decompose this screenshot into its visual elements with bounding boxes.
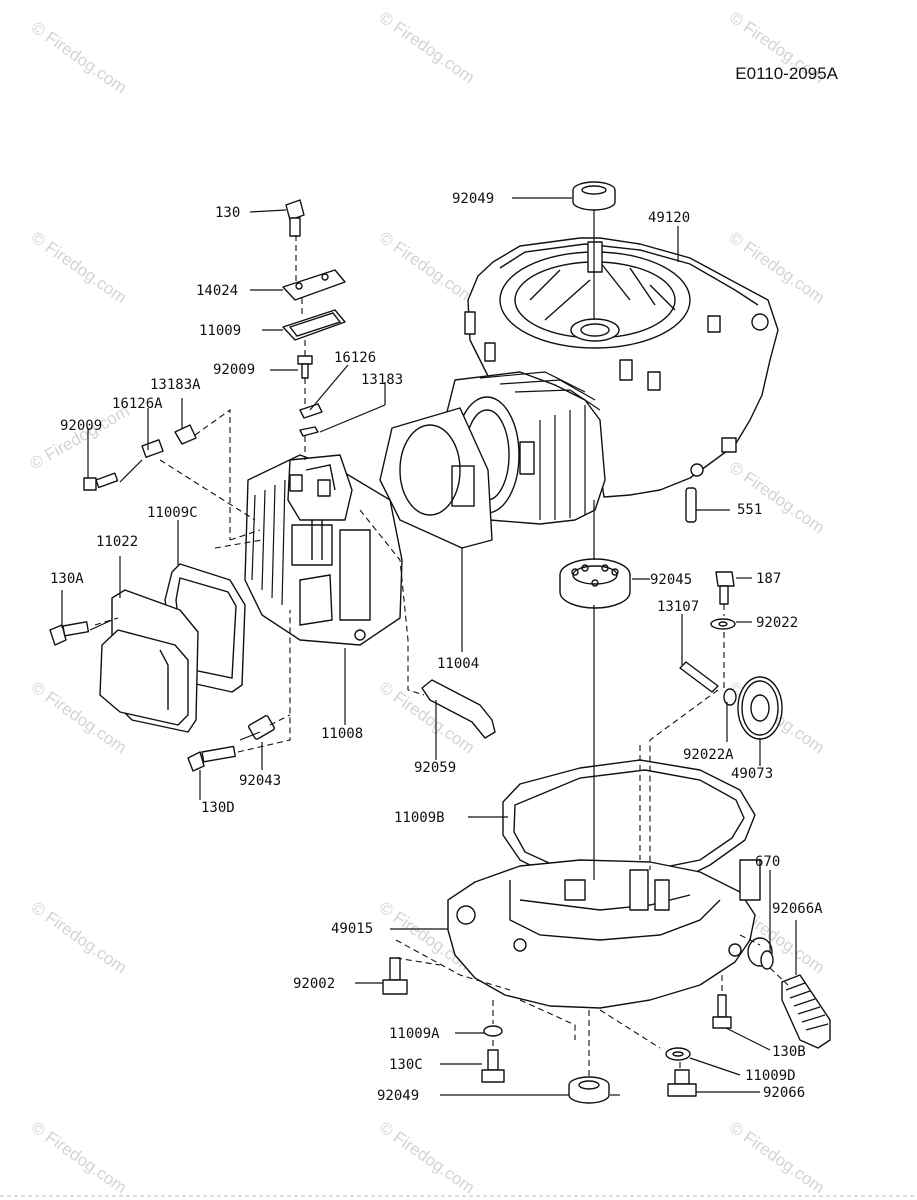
leader-lines [61, 197, 797, 1096]
callout-label: 92066 [763, 1085, 805, 1101]
plate-14024-icon [282, 269, 346, 301]
breather-16126a-icon [141, 439, 164, 458]
callout-label: 14024 [196, 283, 238, 299]
callout-label: 13183A [150, 377, 201, 393]
rocker-cover-icon [99, 589, 199, 733]
callout-label: 92009 [213, 362, 255, 378]
callout-label: 13107 [657, 599, 699, 615]
callout-label: 92066A [772, 901, 823, 917]
callout-label: 130A [50, 571, 84, 587]
callout-label: 11022 [96, 534, 138, 550]
watermark: © Firedog.com [28, 228, 130, 308]
screw-92009b-icon [83, 472, 119, 491]
breather-valve-icon [299, 403, 323, 437]
watermark: © Firedog.com [376, 1118, 478, 1198]
bolt-130c-icon [481, 1049, 505, 1083]
o-ring-icon [760, 950, 774, 970]
callout-label: 49015 [331, 921, 373, 937]
washer-92022a-icon [723, 688, 737, 706]
bolt-130d-icon [187, 745, 236, 772]
bolt-187-icon [715, 571, 735, 605]
cylinder-block-icon [444, 237, 779, 525]
washer-11009a-icon [483, 1025, 503, 1037]
callout-label: 92045 [650, 572, 692, 588]
callout-label: 130D [201, 800, 235, 816]
callout-label: 187 [756, 571, 781, 587]
callout-label: 13183 [361, 372, 403, 388]
callout-label: 92022A [683, 747, 734, 763]
callout-label: 11009C [147, 505, 198, 521]
callout-label: 11009 [199, 323, 241, 339]
watermark: © Firedog.com [726, 1118, 828, 1198]
callout-label: 11009A [389, 1026, 440, 1042]
watermark: © Firedog.com [28, 18, 130, 98]
oil-seal-top-icon [572, 181, 616, 211]
watermark: © Firedog.com [726, 458, 828, 538]
diagram-code: E0110-2095A [735, 64, 838, 83]
gasket-11009-icon [282, 309, 346, 341]
watermark: © Firedog.com [28, 1118, 130, 1198]
bolt-130b-icon [712, 994, 732, 1029]
callout-label: 92059 [414, 760, 456, 776]
callout-label: 670 [755, 854, 780, 870]
washer-92022-icon [710, 618, 736, 630]
callout-label: 49120 [648, 210, 690, 226]
callout-label: 16126A [112, 396, 163, 412]
cylinder-head-icon [244, 454, 403, 646]
bolt-130a-icon [49, 621, 90, 646]
shaft-13107-icon [679, 661, 719, 693]
drain-plug-icon [667, 1069, 697, 1097]
callout-label: 92049 [377, 1088, 419, 1104]
gear-49073-icon [737, 676, 783, 740]
callout-label: 11004 [437, 656, 479, 672]
head-gasket-icon [379, 407, 493, 549]
callout-label: 130B [772, 1044, 806, 1060]
screw-92009-icon [297, 355, 313, 379]
watermark: © Firedog.com [376, 8, 478, 88]
callout-label: 11009D [745, 1068, 796, 1084]
callout-label: 49073 [731, 766, 773, 782]
bolt-130-icon [285, 199, 305, 237]
callout-label: 92022 [756, 615, 798, 631]
callout-label: 130C [389, 1057, 423, 1073]
callout-labels: 130 14024 11009 92009 16126 13183 13183A… [50, 191, 823, 1104]
callout-label: 130 [215, 205, 240, 221]
callout-label: 551 [737, 502, 762, 518]
bolt-92002-icon [382, 957, 408, 995]
washer-11009d-icon [665, 1047, 691, 1061]
callout-label: 92049 [452, 191, 494, 207]
watermark: © Firedog.com [28, 898, 130, 978]
oil-filter-plug-icon [781, 974, 831, 1049]
callout-label: 11008 [321, 726, 363, 742]
callout-label: 92002 [293, 976, 335, 992]
stud-92043-icon [248, 715, 276, 740]
part-drawings [49, 181, 831, 1104]
dowel-pin-icon [685, 487, 697, 523]
oil-seal-bottom-icon [568, 1076, 610, 1104]
breather-tube-icon [421, 679, 496, 739]
ball-bearing-icon [559, 558, 631, 609]
callout-label: 11009B [394, 810, 445, 826]
watermark: © Firedog.com [376, 228, 478, 308]
callout-label: 16126 [334, 350, 376, 366]
breather-13183a-icon [174, 424, 197, 445]
callout-label: 92043 [239, 773, 281, 789]
callout-label: 92009 [60, 418, 102, 434]
